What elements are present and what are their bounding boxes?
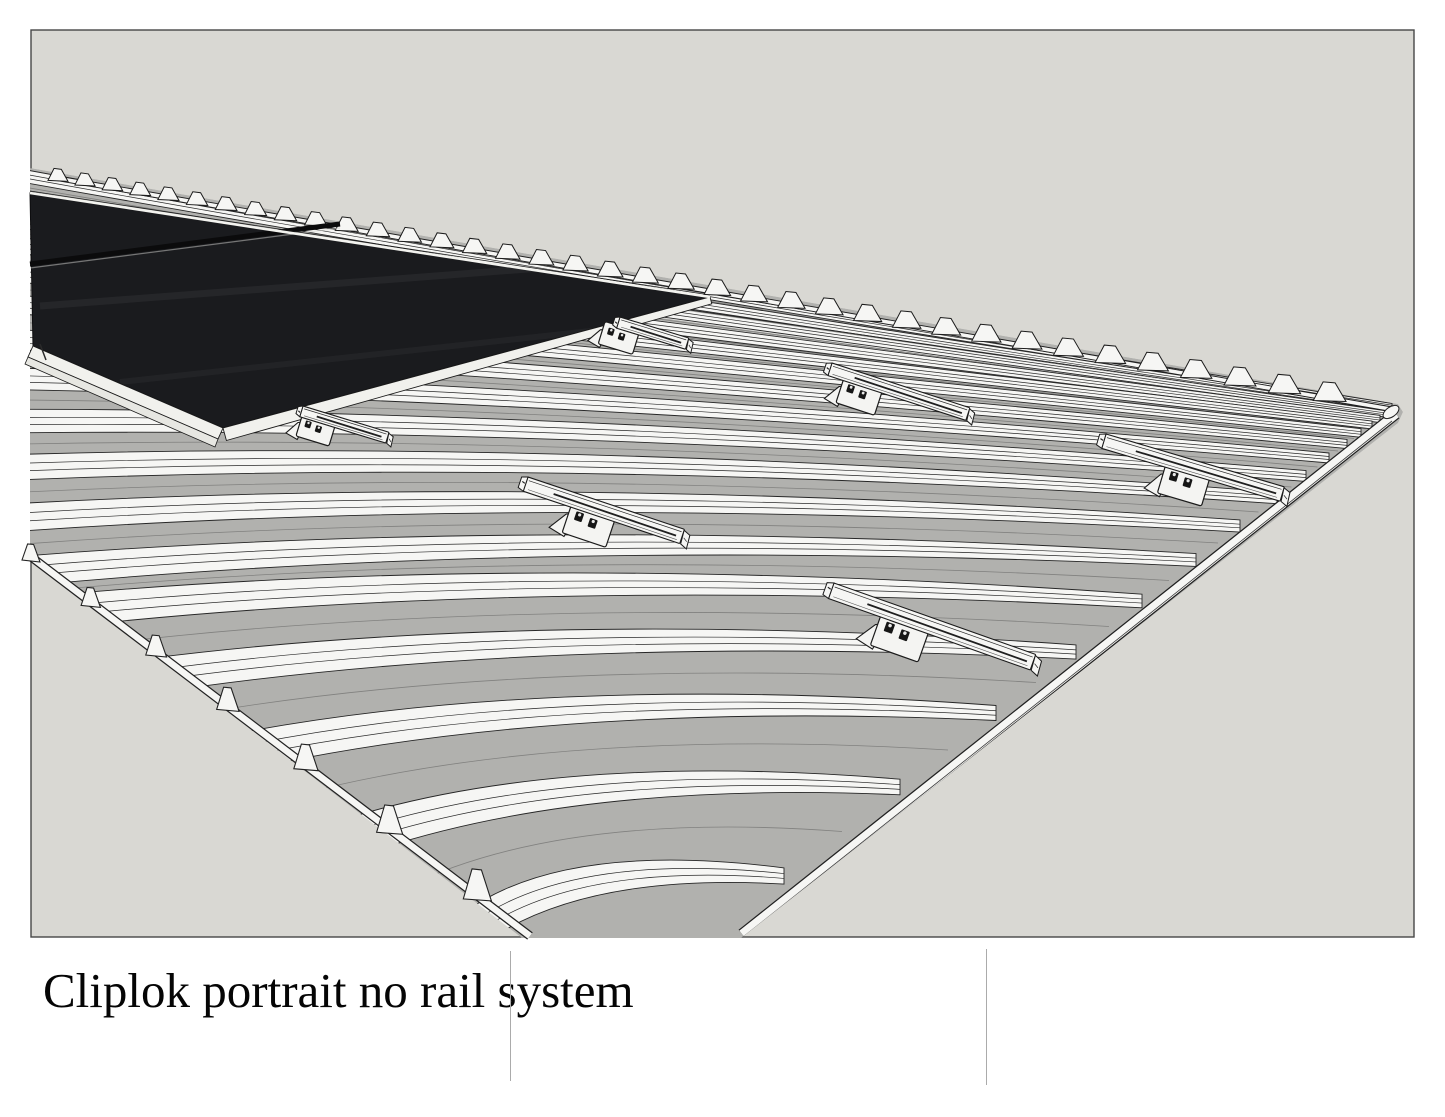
cliplok-bracket	[1095, 433, 1291, 508]
roof-eave-profile	[21, 543, 533, 940]
roof-tip-rib-end	[1382, 404, 1400, 420]
cliplok-bracket	[822, 362, 976, 426]
figure-caption: Cliplok portrait no rail system	[43, 963, 634, 1018]
grid-divider-line	[510, 951, 511, 1081]
roof-ridge-profile	[47, 167, 1397, 413]
cliplok-bracket	[822, 582, 1043, 677]
grid-divider-line	[986, 949, 987, 1085]
cliplok-bracket	[284, 405, 394, 448]
solar-panel-array	[24, 190, 713, 448]
cliplok-bracket	[586, 316, 694, 355]
cliplok-bracket	[517, 476, 691, 550]
